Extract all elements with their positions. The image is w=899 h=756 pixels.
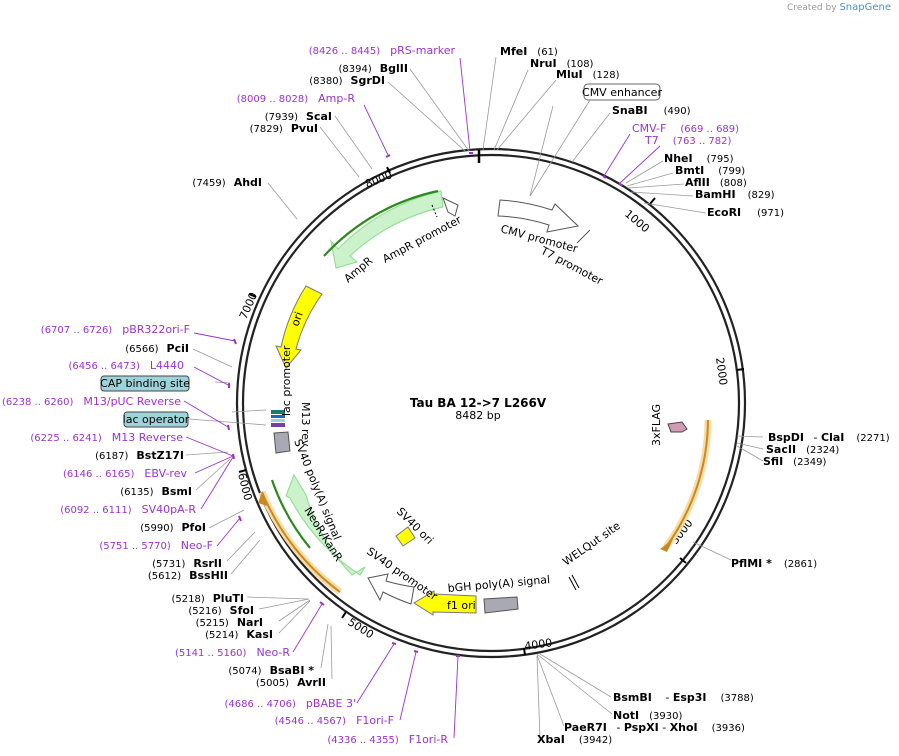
- enzyme-bglii: (8394)BglII: [339, 62, 408, 75]
- primer-f1ori-f: (4546 .. 4567)F1ori-F: [275, 714, 394, 727]
- feature-label-welqut: WELQut site: [560, 519, 623, 568]
- feature-lac-promoter-m13: M13 rev lac promoter: [271, 345, 312, 447]
- enzyme-nrui: NruI(108): [530, 57, 594, 70]
- feature-f1-ori: f1 ori: [413, 590, 477, 616]
- enzyme-bsabi: (5074)BsaBI *: [228, 664, 314, 677]
- feature-sv40-ori: SV40 ori: [394, 505, 436, 547]
- enzyme-sacii: SacII(2324): [766, 443, 839, 456]
- cmv-enhancer-label: CMV enhancer: [582, 86, 662, 99]
- enzyme-aflii: AflII(808): [685, 176, 747, 189]
- enzyme-avrii: (5005)AvrII: [256, 676, 326, 689]
- feature-label-ori: ori: [289, 310, 306, 328]
- enzyme-nari: (5215)NarI: [196, 616, 263, 629]
- lac-operator-box: lac operator: [123, 411, 190, 428]
- tick-label: 8000: [363, 168, 394, 191]
- primer-sv40pa-r: (6092 .. 6111)SV40pA-R: [60, 503, 196, 516]
- enzyme-pflmi: PflMI *(2861): [731, 557, 817, 570]
- enzyme-sfii: SfiI(2349): [763, 455, 827, 468]
- enzyme-bsshii: (5612)BssHII: [148, 569, 228, 582]
- primer-leader-lines: [183, 57, 661, 739]
- feature-3xflag: 3xFLAG: [650, 404, 688, 446]
- enzyme-ahdi: (7459)AhdI: [192, 176, 262, 189]
- tick-label: 4000: [524, 636, 554, 653]
- enzyme-pfoi: (5990)PfoI: [140, 521, 206, 534]
- feature-label-m13-rev: M13 rev: [299, 402, 312, 447]
- enzyme-mfei: MfeI(61): [500, 45, 558, 58]
- tick-label: 6000: [235, 472, 254, 502]
- credit-brand: SnapGene: [839, 2, 891, 13]
- enzyme-pcii: (6566)PciI: [125, 342, 189, 355]
- leader-lines: [185, 56, 764, 739]
- primer-neo-f: (5751 .. 5770)Neo-F: [99, 539, 213, 552]
- enzyme-bmti: BmtI(799): [675, 164, 745, 177]
- credit-prefix: Created by: [787, 3, 837, 13]
- backbone-inner: [241, 153, 741, 653]
- feature-label-3xflag: 3xFLAG: [650, 404, 663, 446]
- tick-label: 2000: [713, 357, 730, 387]
- cmv-enhancer-box: CMV enhancer: [529, 83, 662, 197]
- enzyme-bsmbi-esp3i: BsmBI - Esp3I(3788): [613, 691, 754, 704]
- primer-amp-r: (8009 .. 8028)Amp-R: [237, 92, 356, 105]
- feature-ampr: AmpR AmpR promoter: [323, 189, 464, 285]
- enzyme-mlui: MluI(128): [556, 68, 620, 81]
- enzyme-rsrii: (5731)RsrII: [152, 557, 222, 570]
- enzyme-ecori: EcoRI(971): [707, 206, 784, 219]
- snapgene-credit: Created by SnapGene: [787, 2, 891, 13]
- enzyme-sgrdi: (8380)SgrDI: [309, 74, 385, 87]
- plasmid-size: 8482 bp: [455, 409, 500, 422]
- lac-operator-label: lac operator: [123, 413, 190, 426]
- enzyme-bspdi-clai: BspDI - ClaI(2271): [768, 431, 890, 444]
- primer-t7: T7(763 .. 782): [644, 134, 732, 147]
- backbone-outer: [235, 147, 747, 659]
- primer-pbr322ori-f: (6707 .. 6726)pBR322ori-F: [41, 323, 190, 336]
- feature-orf-arrow: [660, 419, 712, 552]
- enzyme-xbai: XbaI(3942): [537, 733, 612, 746]
- feature-label-f1-ori: f1 ori: [447, 599, 476, 612]
- primer-m13-reverse: (6225 .. 6241)M13 Reverse: [30, 431, 183, 444]
- enzyme-bamhi: BamHI(829): [695, 188, 775, 201]
- cap-binding-site-label: CAP binding site: [100, 377, 190, 390]
- feature-neo-orf-arrow: [258, 490, 343, 595]
- feature-cmv-promoter: CMV promoter T7 promoter: [497, 199, 605, 288]
- primer-pbabe3: (4686 .. 4706)pBABE 3': [225, 697, 357, 710]
- enzyme-bstz17i: (6187)BstZ17I: [95, 449, 184, 462]
- enzyme-pvui: (7829)PvuI: [250, 122, 318, 135]
- enzyme-bsmi: (6135)BsmI: [120, 485, 192, 498]
- feature-ori: ori: [275, 285, 323, 369]
- enzyme-scai: (7939)ScaI: [265, 110, 332, 123]
- primer-cmv-f: CMV-F(669 .. 689): [632, 122, 739, 135]
- primer-l4440: (6456 .. 6473)L4440: [68, 359, 184, 372]
- enzyme-noti: NotI(3930): [613, 709, 682, 722]
- primer-neo-r: (5141 .. 5160)Neo-R: [175, 646, 290, 659]
- primer-marks: [227, 152, 623, 657]
- primer-m13-puc-reverse: (6238 .. 6260)M13/pUC Reverse: [2, 395, 181, 408]
- enzyme-nhei: NheI(795): [664, 152, 734, 165]
- primer-prs-marker: (8426 .. 8445)pRS-marker: [309, 44, 456, 57]
- enzyme-kasi: (5214)KasI: [205, 628, 273, 641]
- enzyme-sfoi: (5216)SfoI: [188, 604, 254, 617]
- primer-f1ori-r: (4336 .. 4355)F1ori-R: [327, 733, 448, 746]
- feature-sv40-promoter: SV40 promoter: [364, 545, 440, 605]
- primer-ebv-rev: (6146 .. 6165)EBV-rev: [63, 467, 187, 480]
- enzyme-snabi: SnaBI(490): [612, 104, 691, 117]
- enzyme-pluti: (5218)PluTI: [171, 592, 244, 605]
- enzyme-paer7i: PaeR7I - PspXI - XhoI(3936): [564, 721, 745, 734]
- feature-label-bgh: bGH poly(A) signal: [447, 573, 550, 595]
- cap-binding-site-box: CAP binding site: [100, 375, 190, 392]
- feature-welqut: WELQut site: [560, 519, 623, 591]
- feature-label-lac-promoter: lac promoter: [280, 345, 293, 416]
- plasmid-name: Tau BA 12->7 L266V: [410, 396, 547, 410]
